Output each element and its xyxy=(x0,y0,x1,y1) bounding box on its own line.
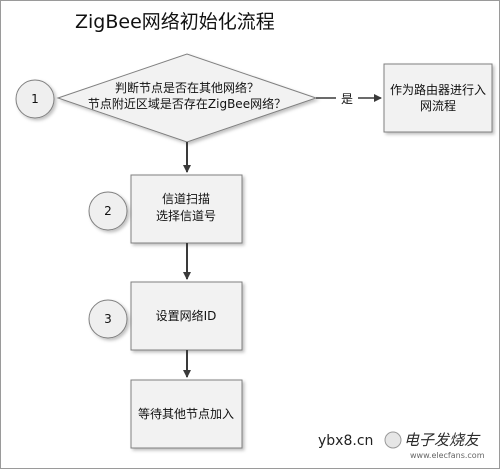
watermark: ybx8.cn 电子发烧友 www.elecfans.com xyxy=(318,431,485,460)
router-process-box xyxy=(383,63,493,133)
wait-nodes-label: 等待其他节点加入 xyxy=(138,407,234,421)
watermark-url: www.elecfans.com xyxy=(410,451,485,460)
step-3-number: 3 xyxy=(104,312,112,326)
yes-label-bg xyxy=(336,90,358,106)
step-1-number: 1 xyxy=(31,92,39,106)
channel-scan-box xyxy=(130,174,243,244)
channel-scan-line-1: 信道扫描 xyxy=(162,192,210,206)
decision-line-1: 判断节点是否在其他网络？ xyxy=(115,80,259,95)
step-2-number: 2 xyxy=(104,204,112,218)
watermark-brand: 电子发烧友 xyxy=(404,431,481,449)
step-2-circle xyxy=(88,191,128,231)
page-title: ZigBee网络初始化流程 xyxy=(75,11,275,33)
decision-line-2: 节点附近区域是否存在ZigBee网络？ xyxy=(88,96,286,111)
wait-nodes-box xyxy=(130,379,243,449)
set-network-id-label: 设置网络ID xyxy=(156,308,217,323)
step-1-circle xyxy=(15,79,55,119)
router-box-line-2: 网流程 xyxy=(420,98,456,113)
router-box-line-1: 作为路由器进行入 xyxy=(390,82,486,97)
channel-scan-line-2: 选择信道号 xyxy=(156,209,216,223)
yes-label: 是 xyxy=(341,92,353,106)
step-3-circle xyxy=(88,299,128,339)
watermark-logo-icon xyxy=(384,431,402,449)
watermark-site: ybx8.cn xyxy=(318,433,373,449)
